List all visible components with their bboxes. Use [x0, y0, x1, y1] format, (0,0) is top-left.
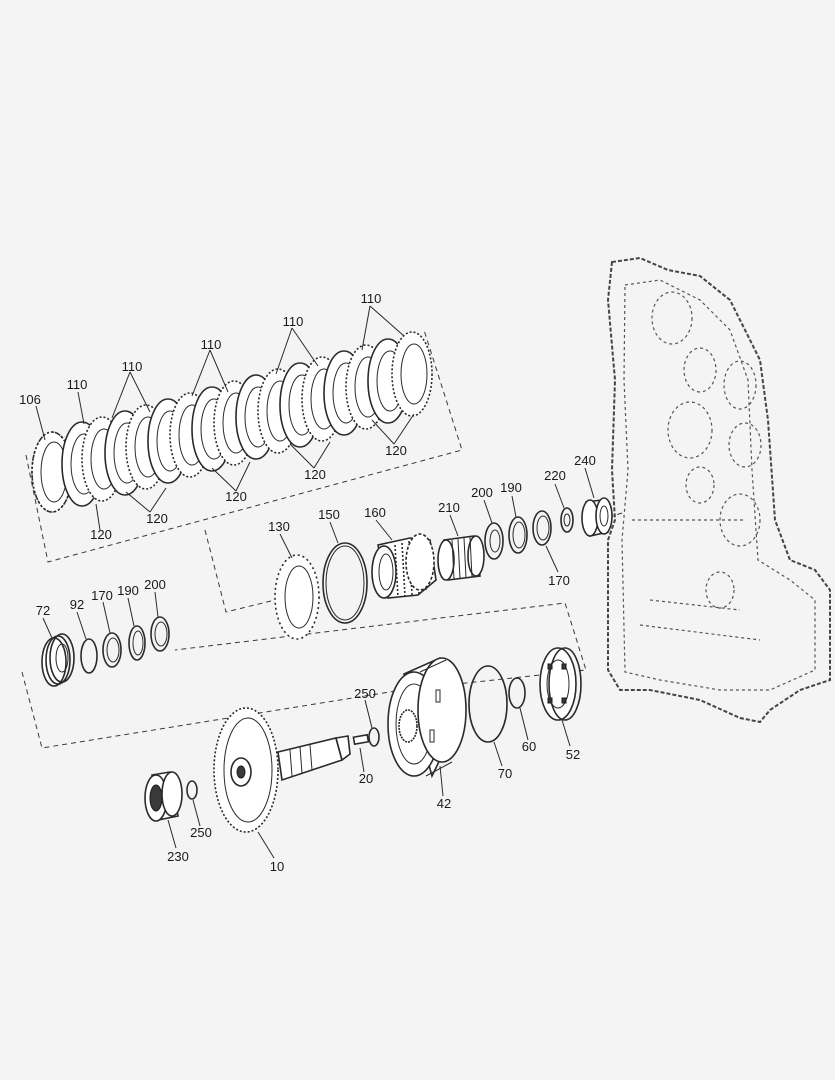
- gear-130: [274, 554, 320, 640]
- washer-200: [484, 522, 504, 560]
- piston-52: [539, 647, 582, 721]
- label-250-b: 250: [190, 825, 212, 840]
- label-110-b: 110: [122, 359, 143, 374]
- label-120-d: 120: [304, 467, 326, 482]
- ring-190-left: [128, 625, 146, 661]
- label-120-c: 120: [225, 489, 247, 504]
- label-200-a: 200: [471, 485, 493, 500]
- disc-120-8: [391, 331, 433, 417]
- label-210: 210: [438, 500, 460, 515]
- label-190-b: 190: [117, 583, 139, 598]
- label-10: 10: [270, 859, 284, 874]
- label-120-a: 120: [90, 527, 112, 542]
- bearing-240: [581, 497, 613, 537]
- label-106: 106: [19, 392, 41, 407]
- spring-pack-72: [41, 633, 75, 687]
- label-170-a: 170: [548, 573, 570, 588]
- label-230: 230: [167, 849, 189, 864]
- label-70: 70: [498, 766, 512, 781]
- label-72: 72: [36, 603, 50, 618]
- seal-ring-70: [468, 665, 508, 743]
- label-110-d: 110: [283, 314, 304, 329]
- label-110-e: 110: [361, 291, 382, 306]
- label-92: 92: [70, 597, 84, 612]
- o-ring-60: [508, 677, 526, 709]
- label-190-a: 190: [500, 480, 522, 495]
- label-220: 220: [544, 468, 566, 483]
- pin-20: [352, 733, 370, 746]
- snap-ring-250-upper: [368, 727, 380, 747]
- label-60: 60: [522, 739, 536, 754]
- label-120-e: 120: [385, 443, 407, 458]
- clutch-drum-42: [387, 656, 467, 779]
- clutch-plate-stack: [31, 331, 433, 513]
- label-42: 42: [437, 796, 451, 811]
- label-250-a: 250: [354, 686, 376, 701]
- label-200-b: 200: [144, 577, 166, 592]
- needle-bearing-210: [437, 535, 485, 581]
- label-20: 20: [359, 771, 373, 786]
- label-240: 240: [574, 453, 596, 468]
- label-52: 52: [566, 747, 580, 762]
- label-110-c: 110: [201, 337, 222, 352]
- label-170-b: 170: [91, 588, 113, 603]
- part-labels: 106 110 110 110 110 110 120 120 120 120 …: [19, 291, 596, 874]
- label-130: 130: [268, 519, 290, 534]
- label-120-b: 120: [146, 511, 168, 526]
- nut-220: [560, 507, 574, 533]
- ring-190: [508, 516, 528, 554]
- transmission-housing: [606, 256, 831, 724]
- washer-170-left: [102, 632, 122, 668]
- washer-200-left: [150, 616, 170, 652]
- washer-170: [532, 510, 552, 546]
- label-160: 160: [364, 505, 386, 520]
- ring-150: [322, 542, 368, 624]
- label-150: 150: [318, 507, 340, 522]
- shaft-gear-10: [213, 707, 351, 833]
- gear-sleeve-160: [371, 533, 437, 599]
- leader-lines: [35, 305, 595, 859]
- label-110-a: 110: [67, 377, 88, 392]
- bearing-230: [144, 771, 183, 822]
- ring-92: [80, 638, 98, 674]
- snap-ring-250-lower: [186, 780, 198, 800]
